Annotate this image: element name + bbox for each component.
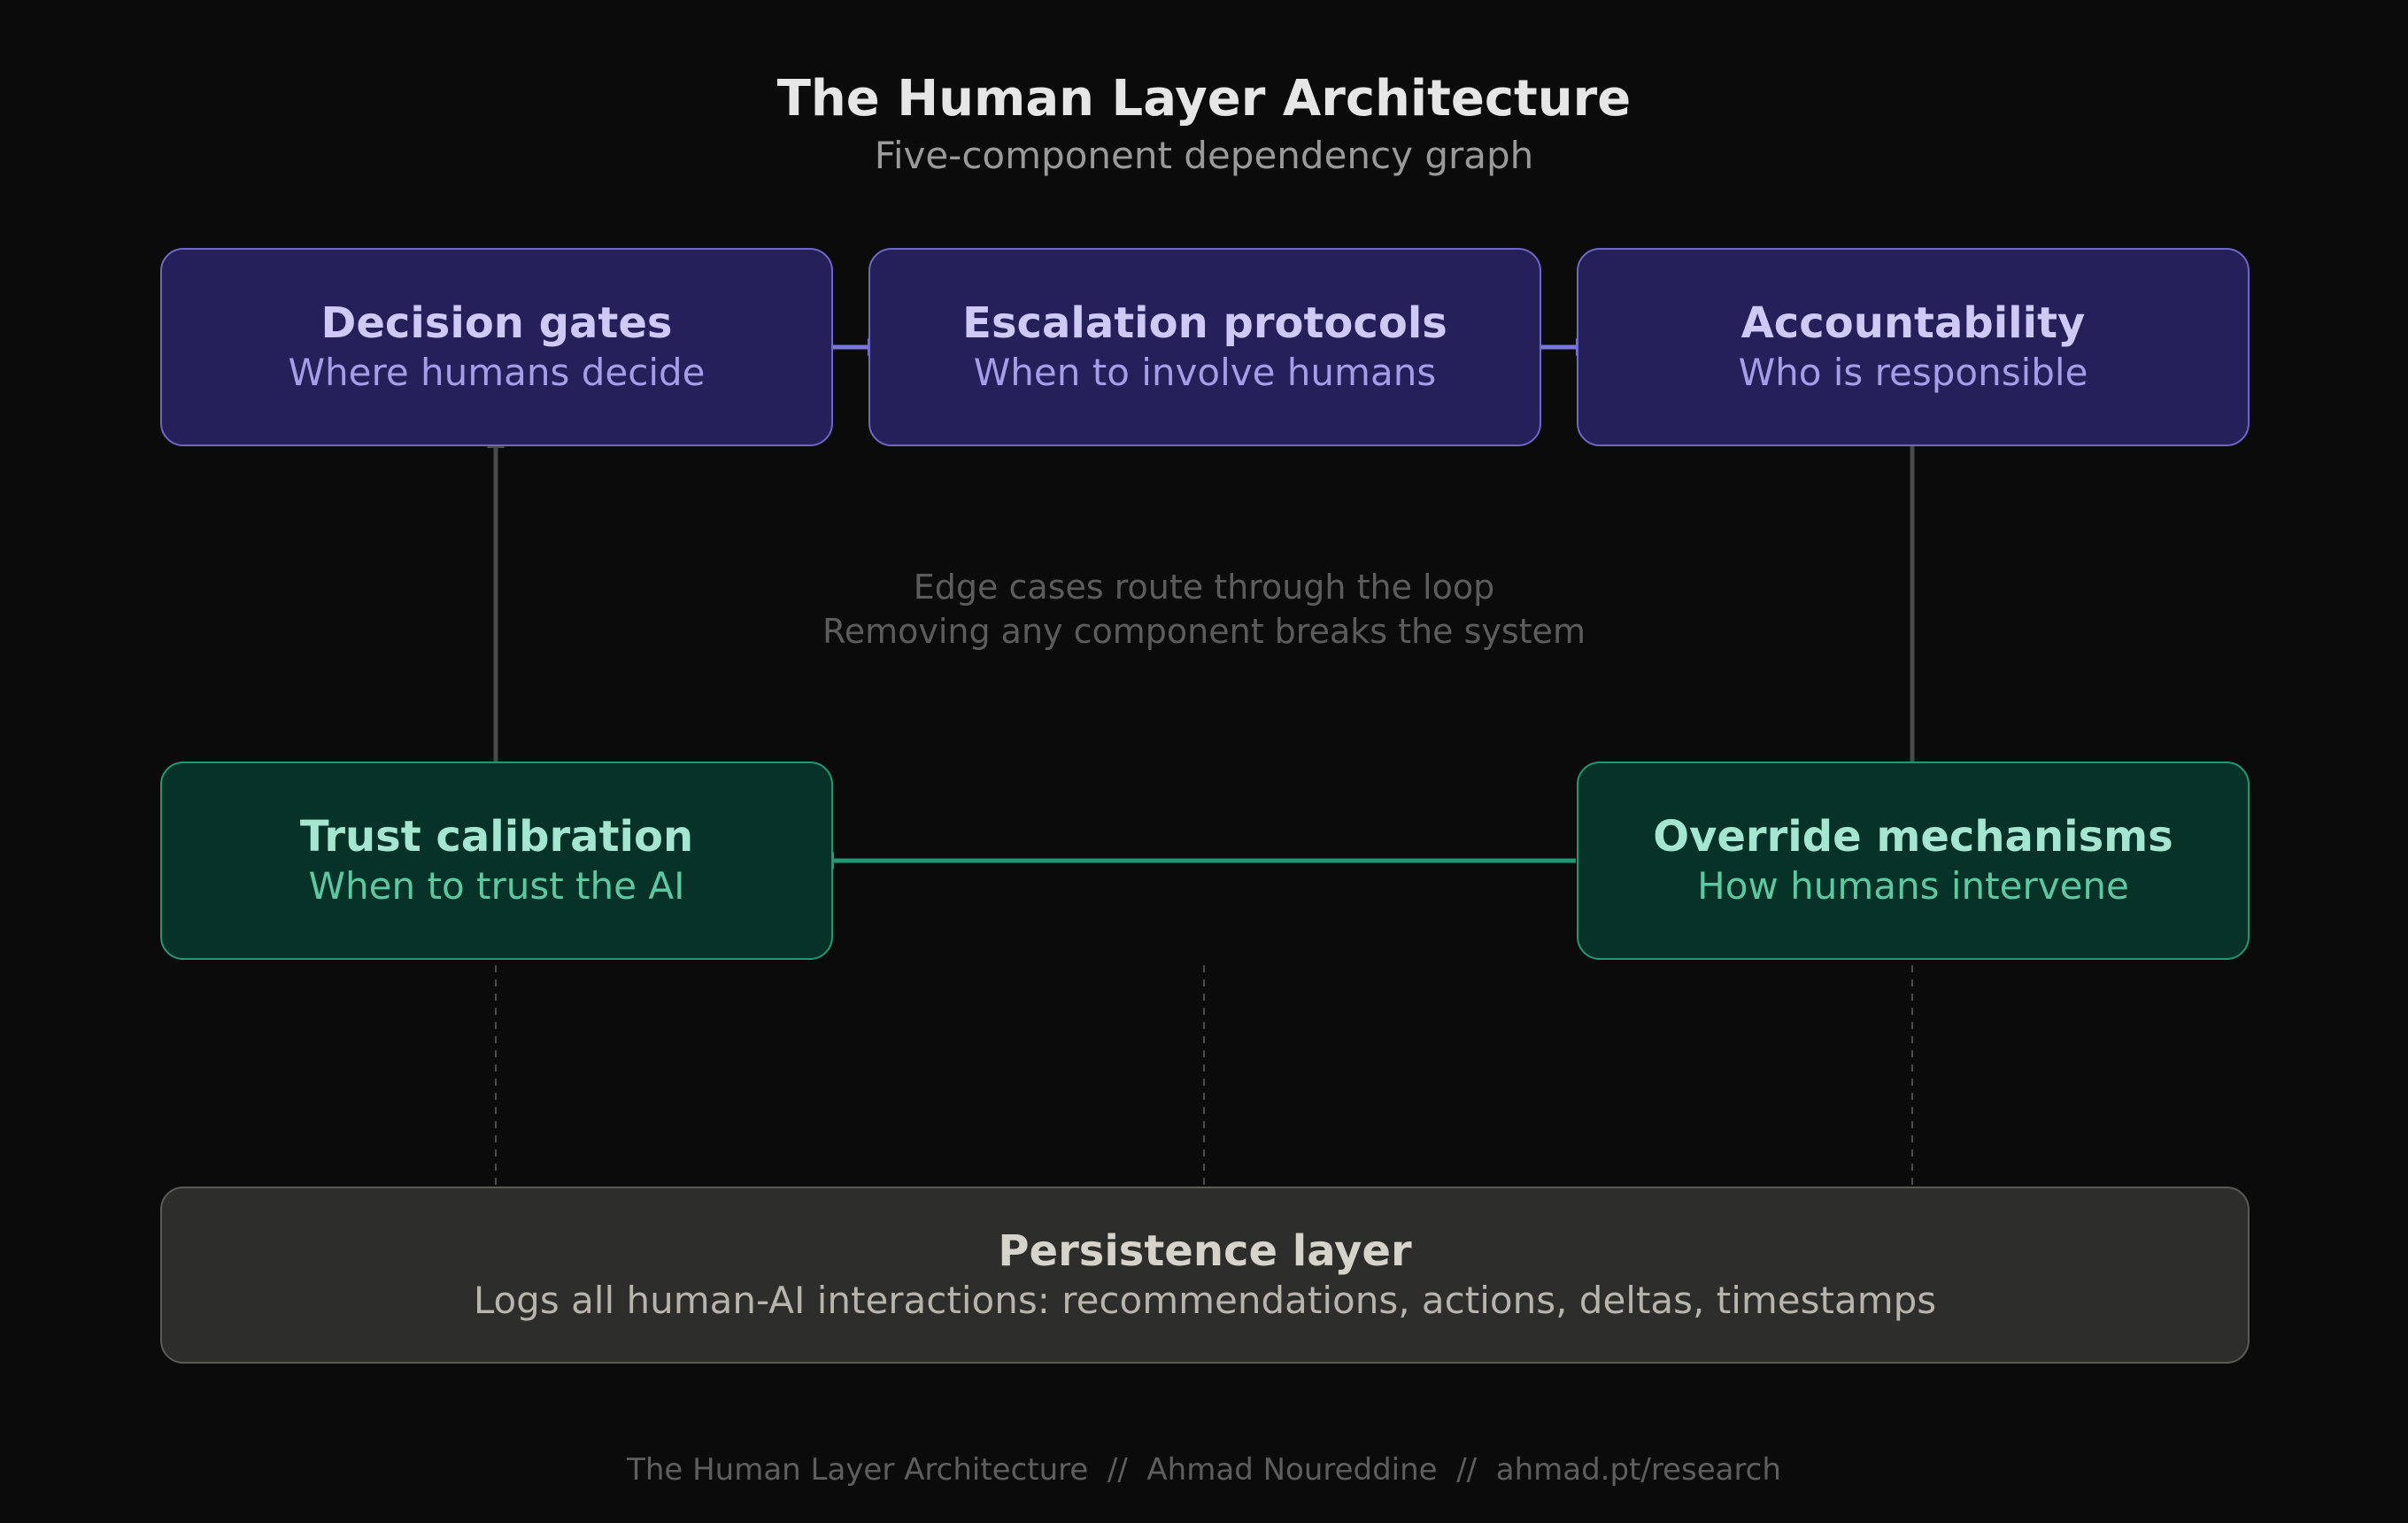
node-subtitle: When to trust the AI xyxy=(308,864,685,908)
center-note-line-2: Removing any component breaks the system xyxy=(822,612,1586,651)
node-title: Escalation protocols xyxy=(962,298,1447,348)
node-title: Trust calibration xyxy=(299,812,694,862)
node-title: Persistence layer xyxy=(998,1226,1412,1276)
node-title: Override mechanisms xyxy=(1653,812,2173,862)
node-title: Decision gates xyxy=(320,298,673,348)
node-persistence-layer: Persistence layer Logs all human-AI inte… xyxy=(160,1187,2250,1364)
node-override-mechanisms: Override mechanisms How humans intervene xyxy=(1577,762,2250,960)
node-subtitle: Who is responsible xyxy=(1738,351,2088,394)
node-subtitle: Where humans decide xyxy=(288,351,706,394)
diagram-subtitle: Five-component dependency graph xyxy=(874,134,1534,177)
node-escalation-protocols: Escalation protocols When to involve hum… xyxy=(868,248,1541,446)
node-subtitle: How humans intervene xyxy=(1697,864,2129,908)
node-title: Accountability xyxy=(1740,298,2086,348)
footer-credit: The Human Layer Architecture // Ahmad No… xyxy=(627,1452,1781,1488)
diagram-title: The Human Layer Architecture xyxy=(776,70,1632,128)
node-decision-gates: Decision gates Where humans decide xyxy=(160,248,833,446)
node-accountability: Accountability Who is responsible xyxy=(1577,248,2250,446)
center-note-line-1: Edge cases route through the loop xyxy=(913,568,1495,607)
node-subtitle: When to involve humans xyxy=(973,351,1437,394)
node-subtitle: Logs all human-AI interactions: recommen… xyxy=(473,1279,1937,1322)
node-trust-calibration: Trust calibration When to trust the AI xyxy=(160,762,833,960)
